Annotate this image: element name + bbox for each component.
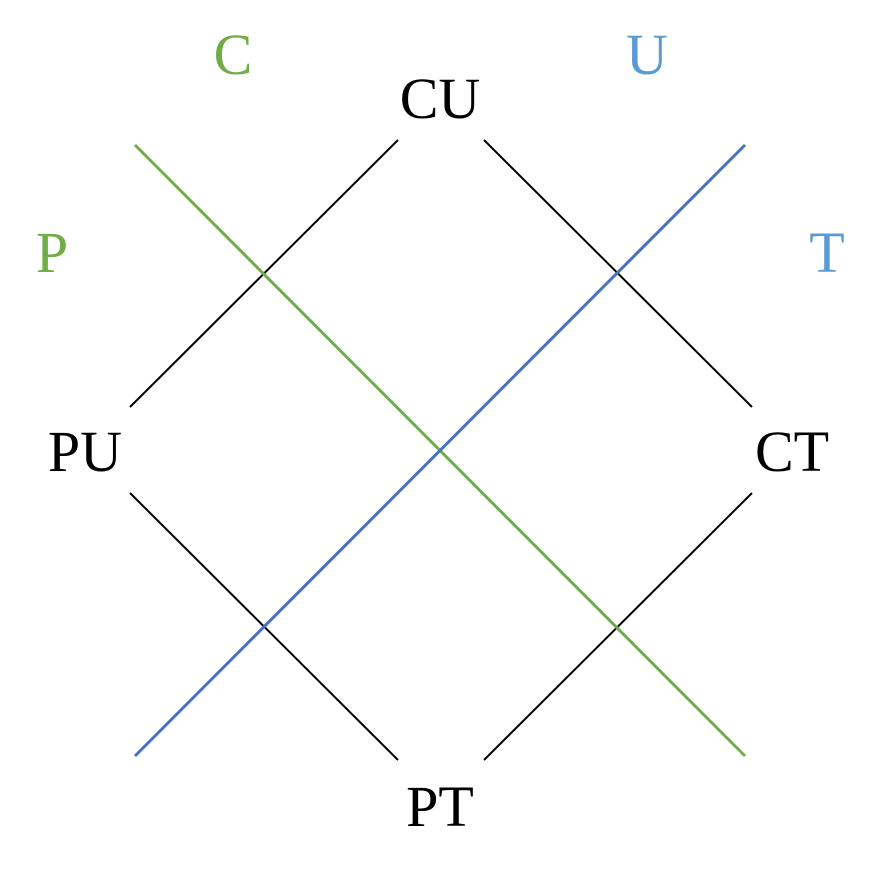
axis-label-green-lower: P <box>36 220 68 285</box>
edge-bottom-right <box>483 492 753 761</box>
axis-label-green-upper: C <box>214 22 253 87</box>
blue-axis-line <box>133 143 747 758</box>
node-label-top: CU <box>400 66 481 131</box>
axis-label-blue-lower: T <box>809 220 844 285</box>
node-label-right: CT <box>755 419 829 484</box>
node-label-left: PU <box>48 419 122 484</box>
axis-label-blue-upper: U <box>626 22 668 87</box>
node-label-bottom: PT <box>406 774 474 839</box>
